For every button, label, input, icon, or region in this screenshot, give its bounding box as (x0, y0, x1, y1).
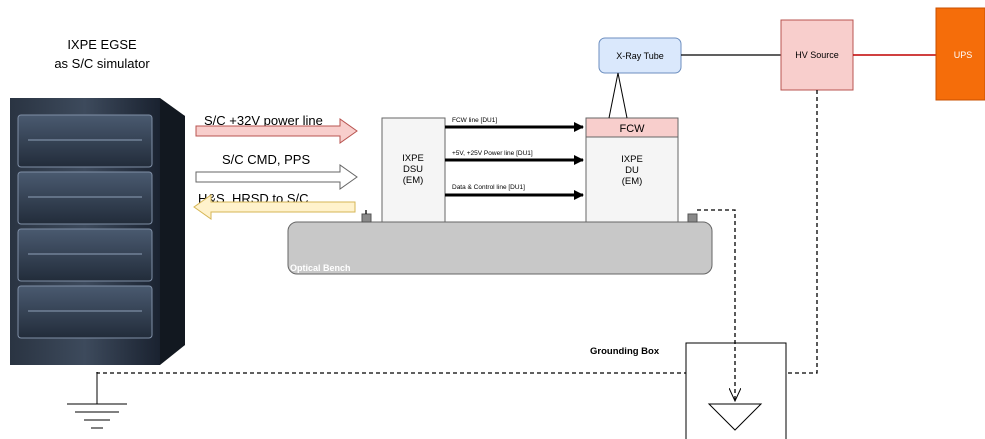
ups-box (935, 7, 985, 101)
power-line-arrow (195, 118, 358, 144)
grounding-box-label: Grounding Box (590, 346, 660, 357)
data-control-line-label: Data & Control line [DU1] (452, 184, 525, 191)
fcw-label: FCW (619, 123, 645, 135)
fcw-box (585, 117, 679, 138)
dsu-label-line3: (EM) (403, 175, 424, 186)
optical-bench (287, 221, 713, 275)
ground-wire-bench-right (697, 209, 735, 401)
egse-title-line2: as S/C simulator (54, 56, 150, 71)
ground-triangle-icon (707, 403, 763, 431)
xray-tube-label: X-Ray Tube (616, 51, 664, 61)
power-line-label: S/C +32V power line (204, 113, 323, 128)
fcw-line-label: FCW line [DU1] (452, 117, 497, 124)
du-label-line1: IXPE (621, 154, 643, 165)
xray-to-fcw-line-b (617, 72, 628, 119)
cmd-pps-arrow (195, 164, 358, 190)
hv-source-label: HV Source (795, 50, 839, 60)
ups-label: UPS (954, 50, 973, 60)
cmd-pps-label: S/C CMD, PPS (222, 152, 310, 167)
ground-wire-hv (786, 90, 818, 374)
bench-stud-left (361, 213, 372, 223)
egse-title-line1: IXPE EGSE (67, 37, 137, 52)
xray-to-fcw-line-a (608, 72, 619, 119)
du-label-line2: DU (625, 165, 639, 176)
dsu-label-line2: DSU (403, 164, 423, 175)
optical-bench-label: Optical Bench (290, 263, 351, 273)
dsu-box (381, 117, 446, 223)
bench-stud-right (687, 213, 698, 223)
power-line-du-label: +5V, +25V Power line [DU1] (452, 150, 533, 157)
egse-rack-icon (10, 98, 185, 365)
dsu-label-line1: IXPE (402, 153, 424, 164)
hs-hrsd-arrow (193, 194, 356, 220)
grounding-box (685, 342, 787, 439)
du-label-line3: (EM) (622, 176, 643, 187)
ground-wire-egse (96, 372, 686, 374)
ground-symbol-egse (67, 372, 127, 429)
